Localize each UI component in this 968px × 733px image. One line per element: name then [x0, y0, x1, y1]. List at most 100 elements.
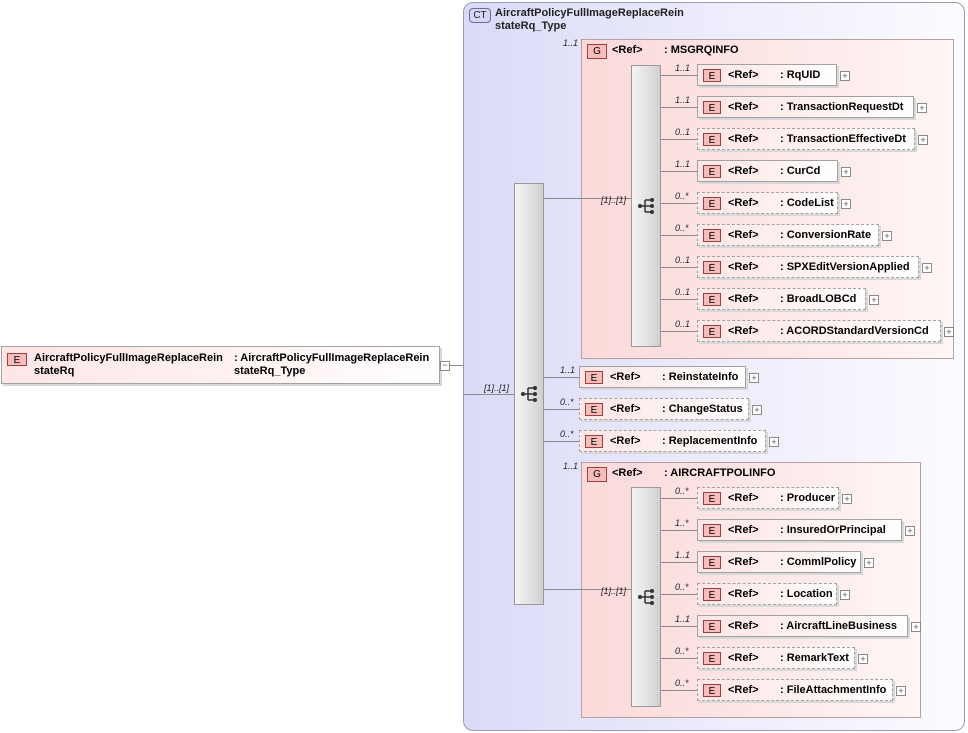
element-node[interactable]: E<Ref>: Location	[697, 583, 837, 605]
expand-icon[interactable]: +	[944, 327, 954, 337]
element-ref-label: <Ref>	[728, 165, 759, 177]
group-multiplicity: 1..1	[563, 38, 579, 48]
sequence-multiplicity: [1]..[1]	[601, 586, 627, 596]
element-badge: E	[703, 197, 721, 210]
element-name: : Location	[780, 588, 833, 600]
element-multiplicity: 0..1	[675, 319, 691, 329]
element-node[interactable]: E<Ref>: BroadLOBCd	[697, 288, 866, 310]
element-node[interactable]: E<Ref>: TransactionRequestDt	[697, 96, 914, 118]
element-badge: E	[703, 293, 721, 306]
expand-icon[interactable]: +	[769, 437, 779, 447]
element-ref-label: <Ref>	[610, 435, 641, 447]
expand-icon[interactable]: +	[840, 71, 850, 81]
element-ref-label: <Ref>	[728, 684, 759, 696]
expand-icon[interactable]: +	[869, 295, 879, 305]
connector-line	[661, 690, 697, 691]
connector-line	[661, 267, 697, 268]
element-ref-label: <Ref>	[728, 492, 759, 504]
element-ref-label: <Ref>	[728, 261, 759, 273]
element-ref-label: <Ref>	[728, 197, 759, 209]
element-node[interactable]: E<Ref>: ChangeStatus	[579, 398, 749, 420]
element-badge: E	[703, 101, 721, 114]
expand-icon[interactable]: +	[917, 103, 927, 113]
expand-icon[interactable]: +	[858, 654, 868, 664]
element-badge: E	[585, 371, 603, 384]
group-multiplicity: 1..1	[563, 461, 579, 471]
element-node[interactable]: E <Ref> : TransactionEffectiveDt	[697, 128, 915, 150]
expand-icon[interactable]: +	[905, 526, 915, 536]
complex-type-badge: CT	[469, 8, 491, 23]
element-node[interactable]: E<Ref>: CurCd	[697, 160, 838, 182]
expand-icon[interactable]: +	[882, 231, 892, 241]
collapse-icon[interactable]: −	[440, 361, 450, 371]
element-multiplicity: 0..*	[675, 678, 689, 688]
element-node[interactable]: E<Ref>: ReplacementInfo	[579, 430, 766, 452]
expand-icon[interactable]: +	[918, 135, 928, 145]
element-name: : FileAttachmentInfo	[780, 684, 887, 696]
element-name: : RqUID	[780, 69, 821, 81]
connector-line	[661, 107, 697, 108]
element-ref-label: <Ref>	[728, 133, 759, 145]
connector-line	[581, 589, 631, 590]
element-node[interactable]: E<Ref>: FileAttachmentInfo	[697, 679, 893, 701]
element-badge: E	[703, 133, 721, 146]
element-name: : TransactionEffectiveDt	[780, 133, 906, 145]
element-ref-label: <Ref>	[728, 652, 759, 664]
element-multiplicity: 0..*	[675, 191, 689, 201]
element-node[interactable]: E<Ref>: Producer	[697, 487, 839, 509]
element-node[interactable]: E<Ref>: CommlPolicy	[697, 551, 861, 573]
connector-line	[661, 498, 697, 499]
expand-icon[interactable]: +	[896, 686, 906, 696]
element-badge: E	[703, 620, 721, 633]
element-node[interactable]: E<Ref>: RqUID	[697, 64, 837, 86]
connector-line	[661, 75, 697, 76]
element-name: : CommlPolicy	[780, 556, 857, 568]
expand-icon[interactable]: +	[752, 405, 762, 415]
element-name: : Producer	[780, 492, 836, 504]
element-name: : ReinstateInfo	[662, 371, 739, 383]
connector-line	[544, 409, 579, 410]
expand-icon[interactable]: +	[840, 590, 850, 600]
connector-line	[544, 441, 579, 442]
element-name: : CurCd	[780, 165, 821, 177]
connector-line	[581, 198, 631, 199]
element-node[interactable]: E<Ref>: RemarkText	[697, 647, 855, 669]
element-node[interactable]: E<Ref>: InsuredOrPrincipal	[697, 519, 902, 541]
expand-icon[interactable]: +	[911, 622, 921, 632]
element-node[interactable]: E<Ref>: SPXEditVersionApplied	[697, 256, 919, 278]
element-name: : SPXEditVersionApplied	[780, 261, 910, 273]
expand-icon[interactable]: +	[841, 199, 851, 209]
element-name: : ChangeStatus	[662, 403, 743, 415]
element-name: : AircraftLineBusiness	[780, 620, 897, 632]
expand-icon[interactable]: +	[864, 558, 874, 568]
element-multiplicity: 1..1	[675, 550, 691, 560]
expand-icon[interactable]: +	[842, 494, 852, 504]
element-node[interactable]: E<Ref>: ACORDStandardVersionCd	[697, 320, 941, 342]
element-ref-label: <Ref>	[728, 293, 759, 305]
element-name: : CodeList	[780, 197, 834, 209]
element-node[interactable]: E <Ref> : AircraftLineBusiness	[697, 615, 908, 637]
element-ref-label: <Ref>	[728, 620, 759, 632]
expand-icon[interactable]: +	[922, 263, 932, 273]
element-multiplicity: 0..1	[675, 287, 691, 297]
expand-icon[interactable]: +	[841, 167, 851, 177]
element-node[interactable]: E<Ref>: ReinstateInfo	[579, 366, 746, 388]
connector-line	[661, 530, 697, 531]
element-name: : ACORDStandardVersionCd	[780, 325, 929, 337]
element-node[interactable]: E<Ref>: ConversionRate	[697, 224, 879, 246]
element-multiplicity: 1..1	[675, 159, 691, 169]
element-badge: E	[585, 435, 603, 448]
element-multiplicity: 0..*	[675, 486, 689, 496]
element-badge: E	[703, 556, 721, 569]
element-node[interactable]: E <Ref> : CodeList	[697, 192, 838, 214]
connector-line	[661, 331, 697, 332]
element-multiplicity: 0..*	[675, 646, 689, 656]
sequence-icon	[638, 589, 654, 605]
connector-line	[544, 589, 581, 590]
element-ref-label: <Ref>	[728, 325, 759, 337]
expand-icon[interactable]: +	[749, 373, 759, 383]
connector-line	[661, 139, 697, 140]
